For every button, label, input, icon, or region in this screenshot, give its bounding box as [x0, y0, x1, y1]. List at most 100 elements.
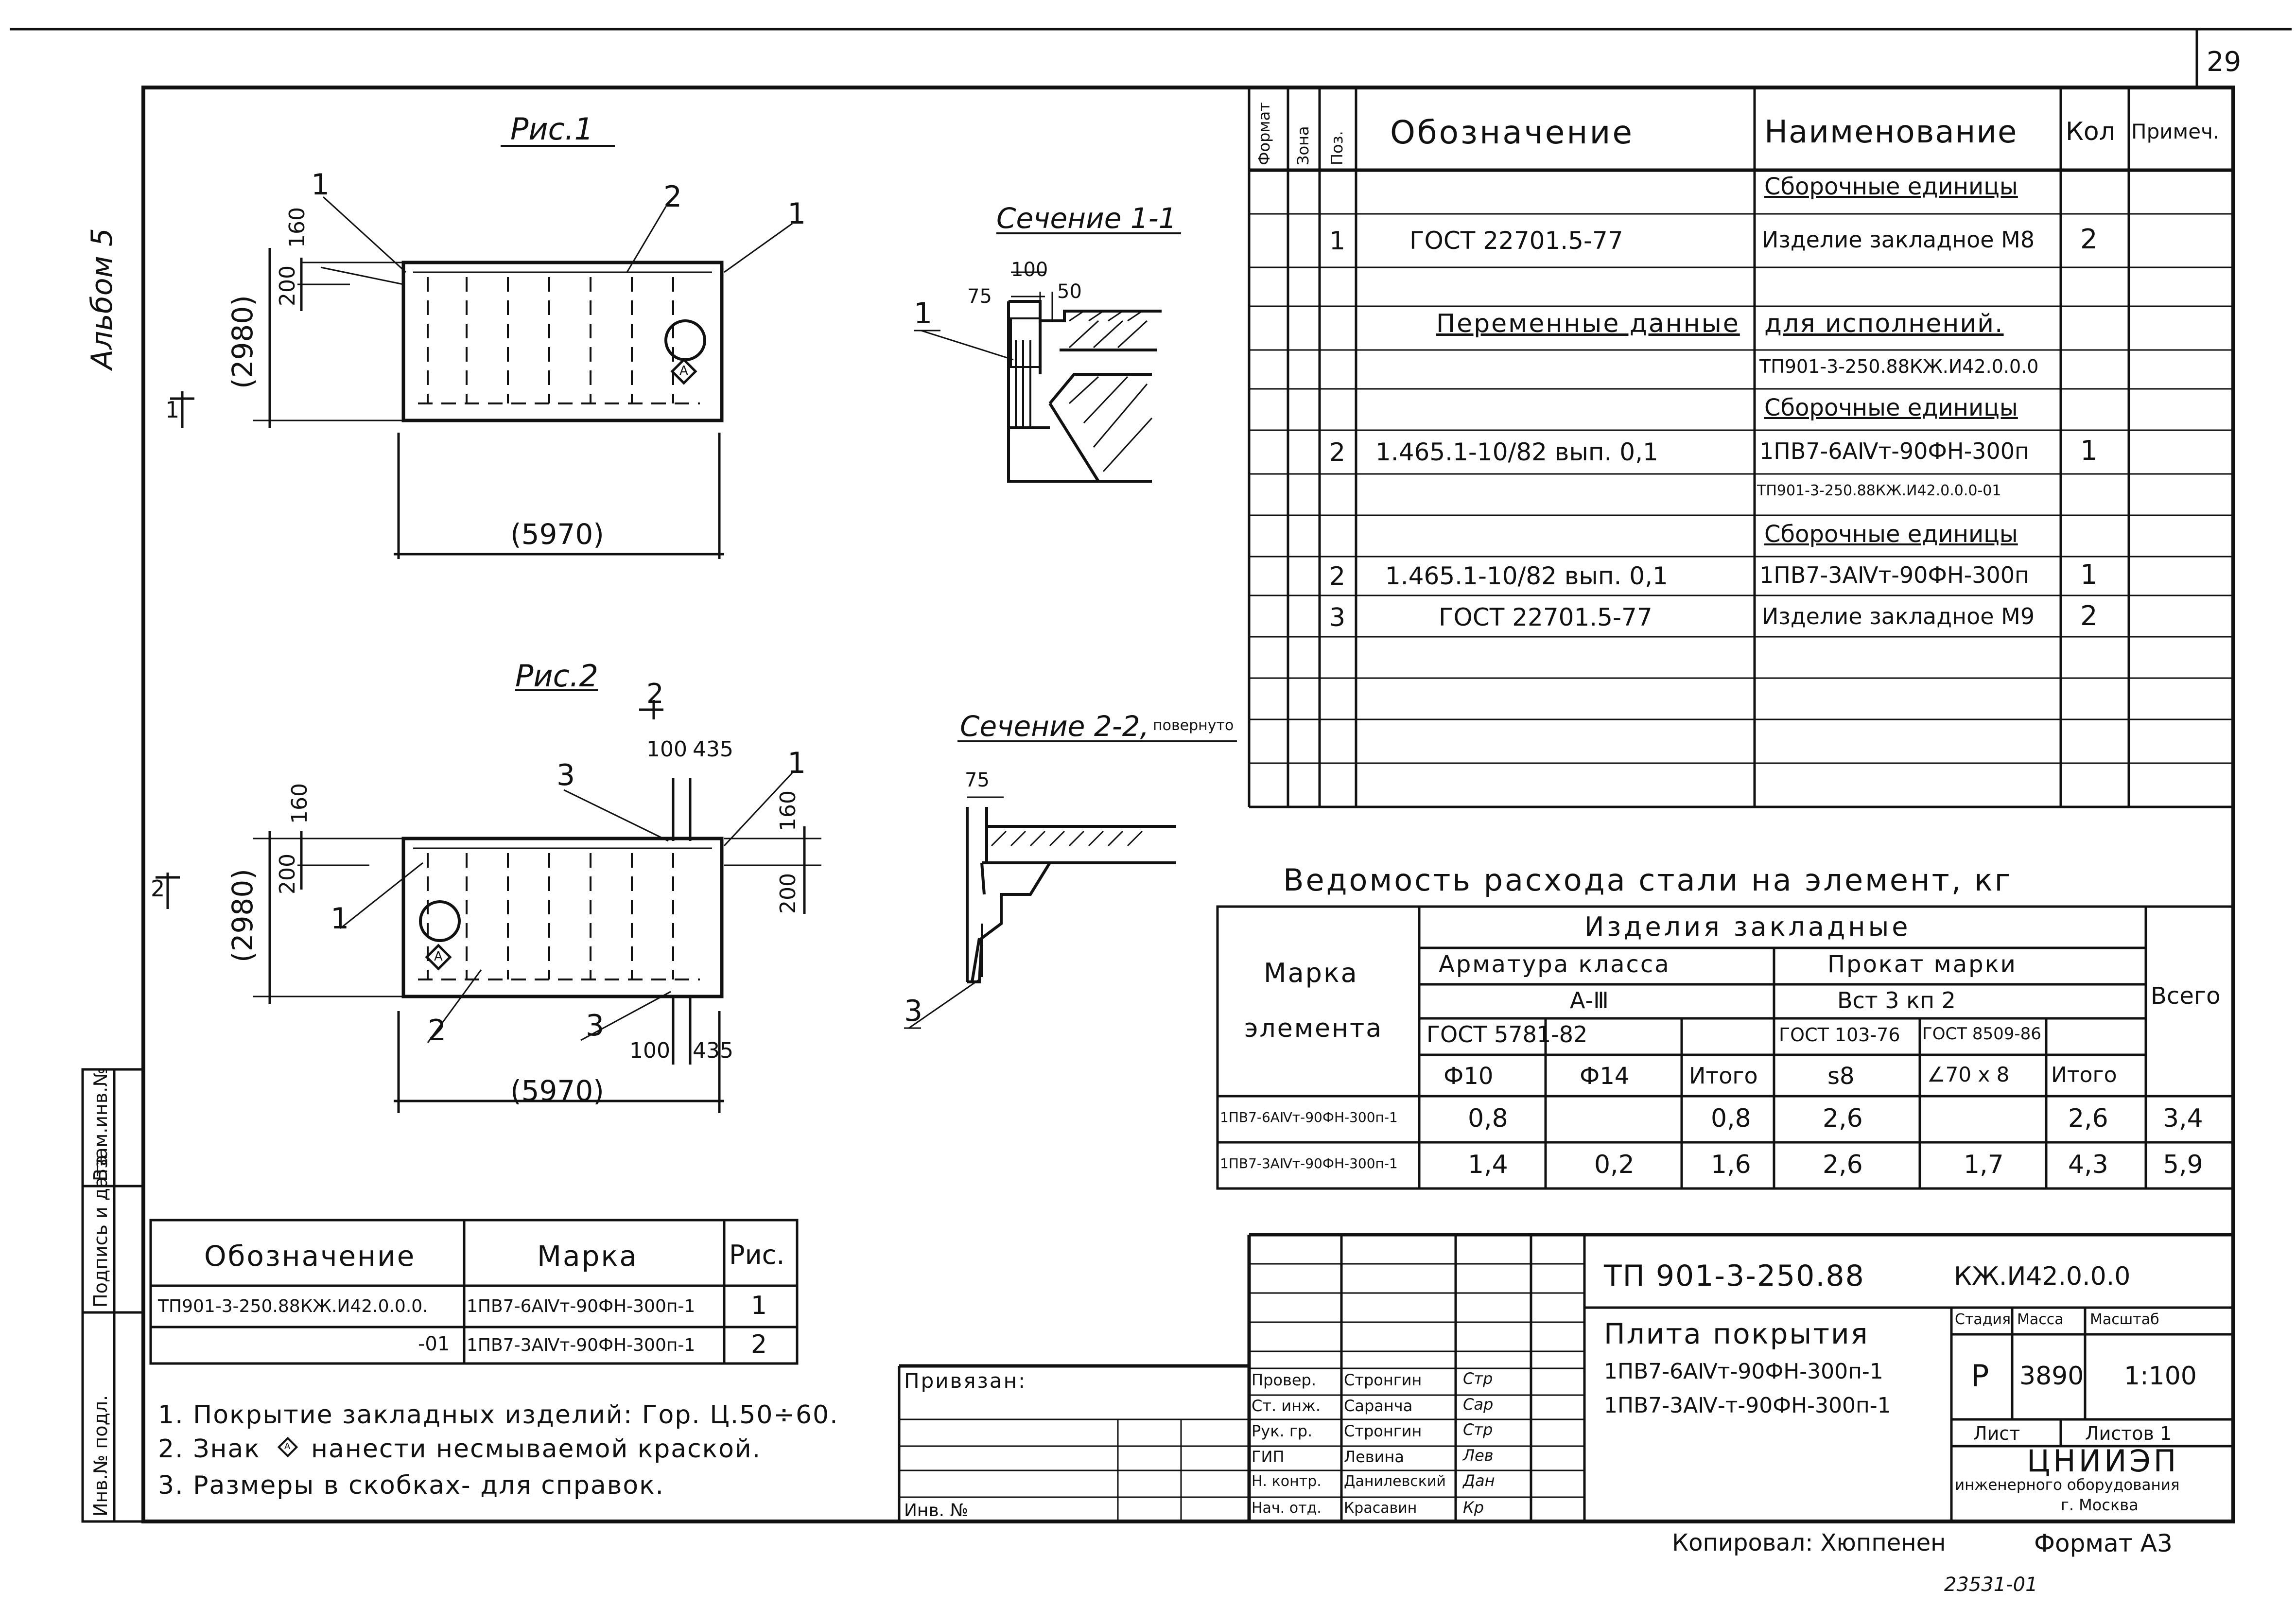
spec-row-name: для исполнений.: [1764, 309, 2004, 338]
spec-row-name: Сборочные единицы: [1764, 173, 2018, 200]
tb-signer-sign: Дан: [1463, 1471, 1495, 1490]
steel-header-mark1: Марка: [1264, 958, 1358, 988]
fig2-dimensions: [156, 689, 821, 1113]
tb-signer-role: ГИП: [1252, 1448, 1285, 1466]
titleblock-row-lines: [899, 1263, 1584, 1521]
fig2-callout-1b: 1: [330, 902, 349, 936]
tb-privyazan: Привязан:: [904, 1369, 1027, 1393]
section22-title-suffix: повернуто: [1153, 717, 1234, 734]
steel-header-d14: Ф14: [1580, 1063, 1630, 1090]
fig2-callout-2b: 2: [646, 678, 664, 710]
tb-signer-name: Стронгин: [1344, 1422, 1422, 1440]
spec-row-name: 1ПВ7-3АⅣт-90ФН-300п: [1759, 562, 2030, 588]
fig1-dimensions: [170, 145, 793, 559]
fig2-dim-100a: 100: [646, 737, 687, 762]
steel-row-total2: 2,6: [2068, 1104, 2108, 1133]
fig1-title: Рис.1: [510, 111, 593, 147]
fig2-callout-2a: 2: [428, 1014, 447, 1048]
spec-header-name: Наименование: [1764, 114, 2018, 150]
fig2-callout-3a: 3: [557, 758, 575, 792]
spec-row-pos: 3: [1329, 603, 1346, 632]
tb-signer-role: Провер.: [1252, 1371, 1316, 1389]
tb-header-mass: Масса: [2017, 1311, 2064, 1328]
tb-object-title: Плита покрытия: [1604, 1317, 1869, 1350]
spec-row-qty: 1: [2080, 559, 2098, 591]
tb-signer-sign: Лев: [1463, 1446, 1494, 1465]
tb-signer-role: Нач. отд.: [1252, 1500, 1322, 1517]
fig2-dim-200b: 200: [776, 873, 800, 914]
steel-row-angle: 1,7: [1964, 1150, 2004, 1179]
section11-title: Сечение 1-1: [996, 202, 1177, 235]
spec-row-qty: 1: [2080, 435, 2098, 467]
spec-row-pos: 1: [1329, 227, 1346, 256]
tb-signer-name: Левина: [1344, 1448, 1404, 1466]
side-stamp-inv: Инв.№ подл.: [90, 1395, 111, 1517]
tb-signer-name: Красавин: [1344, 1500, 1417, 1517]
fig2-dim-160b: 160: [776, 790, 800, 831]
tb-signer-name: Саранча: [1344, 1397, 1413, 1415]
section11-dim-75: 75: [967, 285, 992, 308]
fig1-dim-200: 200: [275, 265, 300, 306]
marks-header-mark: Марка: [537, 1240, 638, 1273]
spec-row-name: 1ПВ7-6АⅣт-90ФН-300п: [1759, 438, 2030, 464]
fig2-dim-200a: 200: [275, 854, 300, 894]
fig1-callout-2: 2: [663, 180, 682, 214]
tb-org3: г. Москва: [2061, 1496, 2139, 1514]
spec-header-format: Формат: [1255, 102, 1273, 165]
steel-title: Ведомость расхода стали на элемент, кг: [1283, 862, 2013, 898]
tb-stage: Р: [1971, 1358, 1989, 1394]
spec-row-designation: ГОСТ 22701.5-77: [1409, 227, 1623, 255]
spec-header-qty: Кол: [2066, 117, 2115, 146]
tb-signer-name: Стронгин: [1344, 1371, 1422, 1389]
steel-row-total2: 4,3: [2068, 1150, 2108, 1179]
steel-header-rebar-class: А-Ⅲ: [1570, 987, 1609, 1014]
steel-header-rolled-grade: Вст 3 кп 2: [1837, 987, 1956, 1014]
tb-signer-sign: Кр: [1463, 1498, 1484, 1517]
tb-code-suffix: КЖ.И42.0.0.0: [1954, 1262, 2131, 1291]
fig2-section-mark: 2: [151, 875, 165, 902]
tb-signer-sign: Стр: [1463, 1369, 1493, 1388]
spec-row-name: Сборочные единицы: [1764, 521, 2018, 548]
spec-row-designation: 1.465.1-10/82 вып. 0,1: [1385, 562, 1668, 590]
marks-row-fig: 1: [751, 1291, 767, 1320]
steel-row-s8: 2,6: [1823, 1150, 1863, 1179]
steel-header-all: Всего: [2151, 982, 2221, 1010]
spec-row-name: Изделие закладное М8: [1762, 227, 2035, 253]
steel-row-all: 5,9: [2163, 1150, 2203, 1179]
tb-sheet: Лист: [1973, 1423, 2020, 1444]
section22-dim-75: 75: [965, 769, 990, 791]
steel-row-d10: 1,4: [1468, 1150, 1508, 1179]
spec-row-designation: ГОСТ 22701.5-77: [1439, 603, 1652, 631]
marks-row-mark: 1ПВ7-3АⅣт-90ФН-300п-1: [467, 1335, 696, 1355]
steel-header-total1: Итого: [1689, 1063, 1758, 1089]
side-stamp-vzam: Взам.инв.№: [90, 1067, 111, 1181]
note-2b: нанести несмываемой краской.: [311, 1434, 762, 1464]
steel-header-total2: Итого: [2051, 1063, 2117, 1087]
tb-code: ТП 901-3-250.88: [1604, 1259, 1865, 1293]
fig2-dim-width: (5970): [510, 1074, 604, 1107]
steel-header-rebar: Арматура класса: [1439, 951, 1670, 978]
steel-header-rolled: Прокат марки: [1827, 951, 2017, 978]
fig1-dim-height: (2980): [226, 295, 259, 389]
archive-number: 23531-01: [1944, 1573, 2038, 1596]
marks-row-fig: 2: [751, 1330, 767, 1359]
steel-header-d10: Ф10: [1444, 1063, 1494, 1090]
steel-row-all: 3,4: [2163, 1104, 2203, 1133]
steel-row-d10: 0,8: [1468, 1104, 1508, 1133]
fig2-callout-1a: 1: [787, 746, 806, 780]
spec-row-designation: Переменные данные: [1436, 309, 1740, 338]
tb-org: ЦНИИЭП: [2027, 1443, 2179, 1479]
page-number: 29: [2207, 46, 2242, 78]
section22-title: Сечение 2-2,: [960, 710, 1149, 743]
fig1-plate-outline: [401, 261, 724, 422]
steel-row-mark: 1ПВ7-6АⅣт-90ФН-300п-1: [1220, 1109, 1398, 1125]
fig2-sign: А: [434, 949, 443, 964]
marks-row-designation: ТП901-3-250.88КЖ.И42.0.0.0.: [158, 1296, 428, 1316]
spec-row-qty: 2: [2080, 224, 2098, 255]
steel-header-mark2: элемента: [1244, 1014, 1383, 1043]
section11-dim-100: 100: [1011, 259, 1048, 281]
section11-drawing: [914, 232, 1181, 483]
tb-sheets: Листов 1: [2085, 1423, 2172, 1444]
tb-signer-role: Ст. инж.: [1252, 1397, 1321, 1415]
spec-row-name: ТП901-3-250.88КЖ.И42.0.0.0: [1759, 356, 2039, 377]
